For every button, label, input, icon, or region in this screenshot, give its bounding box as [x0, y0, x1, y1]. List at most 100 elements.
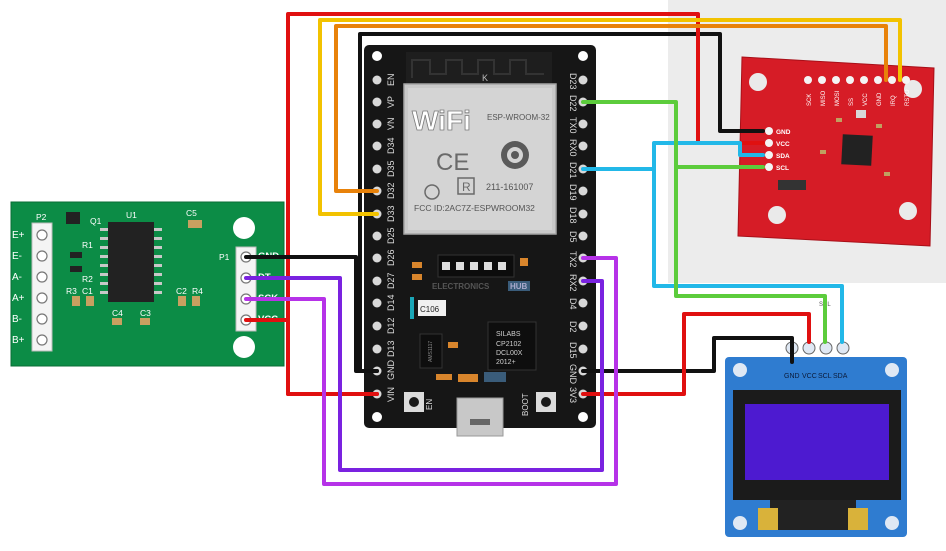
esp32-pin-d33: D33 [386, 205, 396, 222]
esp32-pin-rx2: RX2 [568, 274, 578, 292]
wire-oled-gnd [581, 336, 794, 373]
svg-text:C106: C106 [420, 305, 440, 314]
hx711-pin-a-plus: A+ [12, 293, 25, 304]
esp32-pin-vn: VN [386, 117, 396, 130]
hx711-label-q1: Q1 [90, 216, 102, 226]
en-button-label: EN [425, 399, 434, 410]
esp32-left-pin-labels: EN VP VN D34 D35 D32 D33 D25 D26 D27 D14… [386, 73, 396, 402]
esp32-pin-d12: D12 [386, 317, 396, 334]
svg-text:SILABS: SILABS [496, 331, 521, 338]
hx711-left-labels: E+ E- A- A+ B- B+ [12, 230, 25, 346]
rfid-hole [749, 73, 767, 91]
rfid-side-pin-labels: GND VCC SDA SCL [776, 129, 791, 172]
rfid-board [737, 56, 935, 247]
wire-hx711-dt [244, 276, 604, 472]
hx711-pin-b-minus: B- [12, 314, 22, 325]
esp32-pin-3v3: 3V3 [568, 387, 578, 403]
oled-pin-scl: SCL [818, 373, 832, 380]
rfid-side-gnd: GND [776, 129, 791, 136]
ce-mark-icon: CE [436, 149, 469, 176]
rfid-hole [904, 80, 922, 98]
wires [244, 12, 902, 486]
rfid-side-vcc: VCC [776, 141, 790, 148]
hx711-label-c1: C1 [82, 286, 93, 296]
rfid-pin-rsto: RSTO [905, 89, 911, 106]
esp32-fcc-id: FCC ID:2AC7Z-ESPWROOM32 [414, 203, 535, 213]
esp32-regulator-label: AMS1117 [428, 341, 434, 362]
wire-hx711-vcc [244, 318, 379, 396]
hx711-pin-b-plus: B+ [12, 335, 25, 346]
rfid-pin-gnd: GND [877, 92, 883, 106]
esp32-regulator [419, 333, 443, 369]
wire-hx711-sck [244, 256, 618, 486]
rfid-pin-ss: SS [849, 98, 855, 106]
hx711-label-p2: P2 [36, 212, 47, 222]
esp32-brand-suffix: HUB [510, 282, 528, 291]
esp32-pin-rx0: RX0 [568, 139, 578, 157]
wire-scl-green-oled [674, 165, 827, 344]
rfid-top-pin-labels: SCK MISO MOSI SS VCC GND IRQ RSTO [807, 89, 911, 106]
rfid-dip-switch [778, 180, 806, 190]
hx711-hole [233, 217, 255, 239]
hx711-pin-e-minus: E- [12, 251, 22, 262]
hx711-pin-e-plus: E+ [12, 230, 25, 241]
oled-pin-sda: SDA [833, 373, 848, 380]
hx711-module: E+ E- A- A+ B- B+ P2 [10, 201, 285, 367]
oled-pin-vcc: VCC [802, 373, 817, 380]
rfid-chip [841, 134, 873, 166]
hx711-left-header [31, 222, 53, 352]
esp32-pin-d32: D32 [386, 182, 396, 199]
rfid-component [856, 110, 866, 118]
wire-sda-cyan-oled [652, 167, 844, 344]
hx711-right-header [235, 246, 257, 332]
esp32-pin-d22: D22 [568, 95, 578, 112]
wifi-logo: WiFi [412, 105, 471, 136]
rfid-pin-vcc: VCC [863, 93, 869, 106]
esp32-pin-d25: D25 [386, 227, 396, 244]
telec-mark-icon [424, 184, 440, 200]
esp32-pin-tx0: TX0 [568, 117, 578, 134]
hx711-hole [233, 336, 255, 358]
esp32-cert-number: 211-161007 [486, 182, 533, 192]
esp32-pin-d4: D4 [568, 298, 578, 310]
esp32-pin-vin: VIN [386, 387, 396, 402]
hx711-label-c2: C2 [176, 286, 187, 296]
wire-rfid-rsto-orange [334, 24, 888, 193]
esp32-pin-gnd-left: GND [386, 360, 396, 381]
oled-pin-gnd: GND [784, 373, 800, 380]
esp32-module-model: ESP-WROOM-32 [487, 113, 550, 122]
oled-pin-labels: GND VCC SCL SDA [784, 373, 848, 380]
oled-ribbon [770, 500, 856, 530]
esp32-board: K WiFi ESP-WROOM-32 CE R 211-161007 FCC … [364, 45, 596, 437]
esp32-pin-d13: D13 [386, 340, 396, 357]
esp32-pin-gnd-right: GND [568, 364, 578, 385]
rfid-hole [768, 206, 786, 224]
rfid-top-header [804, 76, 910, 84]
wire-rfid-irq-yellow [318, 18, 902, 216]
rfid-hole [899, 202, 917, 220]
hx711-silkscreen: P2 U1 C5 Q1 R1 R2 R3 C1 C2 R4 C4 C3 P1 [36, 208, 230, 318]
wire-oled-vcc [581, 312, 811, 396]
esp32-pin-vp: VP [386, 96, 396, 108]
boot-button-label: BOOT [521, 393, 530, 416]
svg-text:DCL00X: DCL00X [496, 350, 523, 357]
esp32-pin-d21: D21 [568, 162, 578, 179]
esp32-pin-d5: D5 [568, 231, 578, 243]
svg-text:CP2102: CP2102 [496, 341, 521, 348]
svg-text:R: R [462, 180, 471, 194]
hx711-label-c4: C4 [112, 308, 123, 318]
esp32-pin-d15: D15 [568, 342, 578, 359]
rfid-side-scl: SCL [776, 165, 789, 172]
usb-port[interactable] [456, 397, 504, 437]
esp32-pin-d2: D2 [568, 321, 578, 333]
usb-uart-chip [487, 321, 537, 371]
esp32-pin-d23: D23 [568, 73, 578, 90]
esp32-right-pin-holes [578, 75, 588, 399]
esp32-pin-d27: D27 [386, 272, 396, 289]
esp32-pin-en: EN [386, 73, 396, 86]
espressif-logo-icon [501, 141, 529, 169]
oled-display: GND VCC SCL SDA SCL [725, 302, 907, 537]
wire-hx711-gnd [244, 255, 379, 373]
registered-mark-icon [457, 177, 475, 195]
